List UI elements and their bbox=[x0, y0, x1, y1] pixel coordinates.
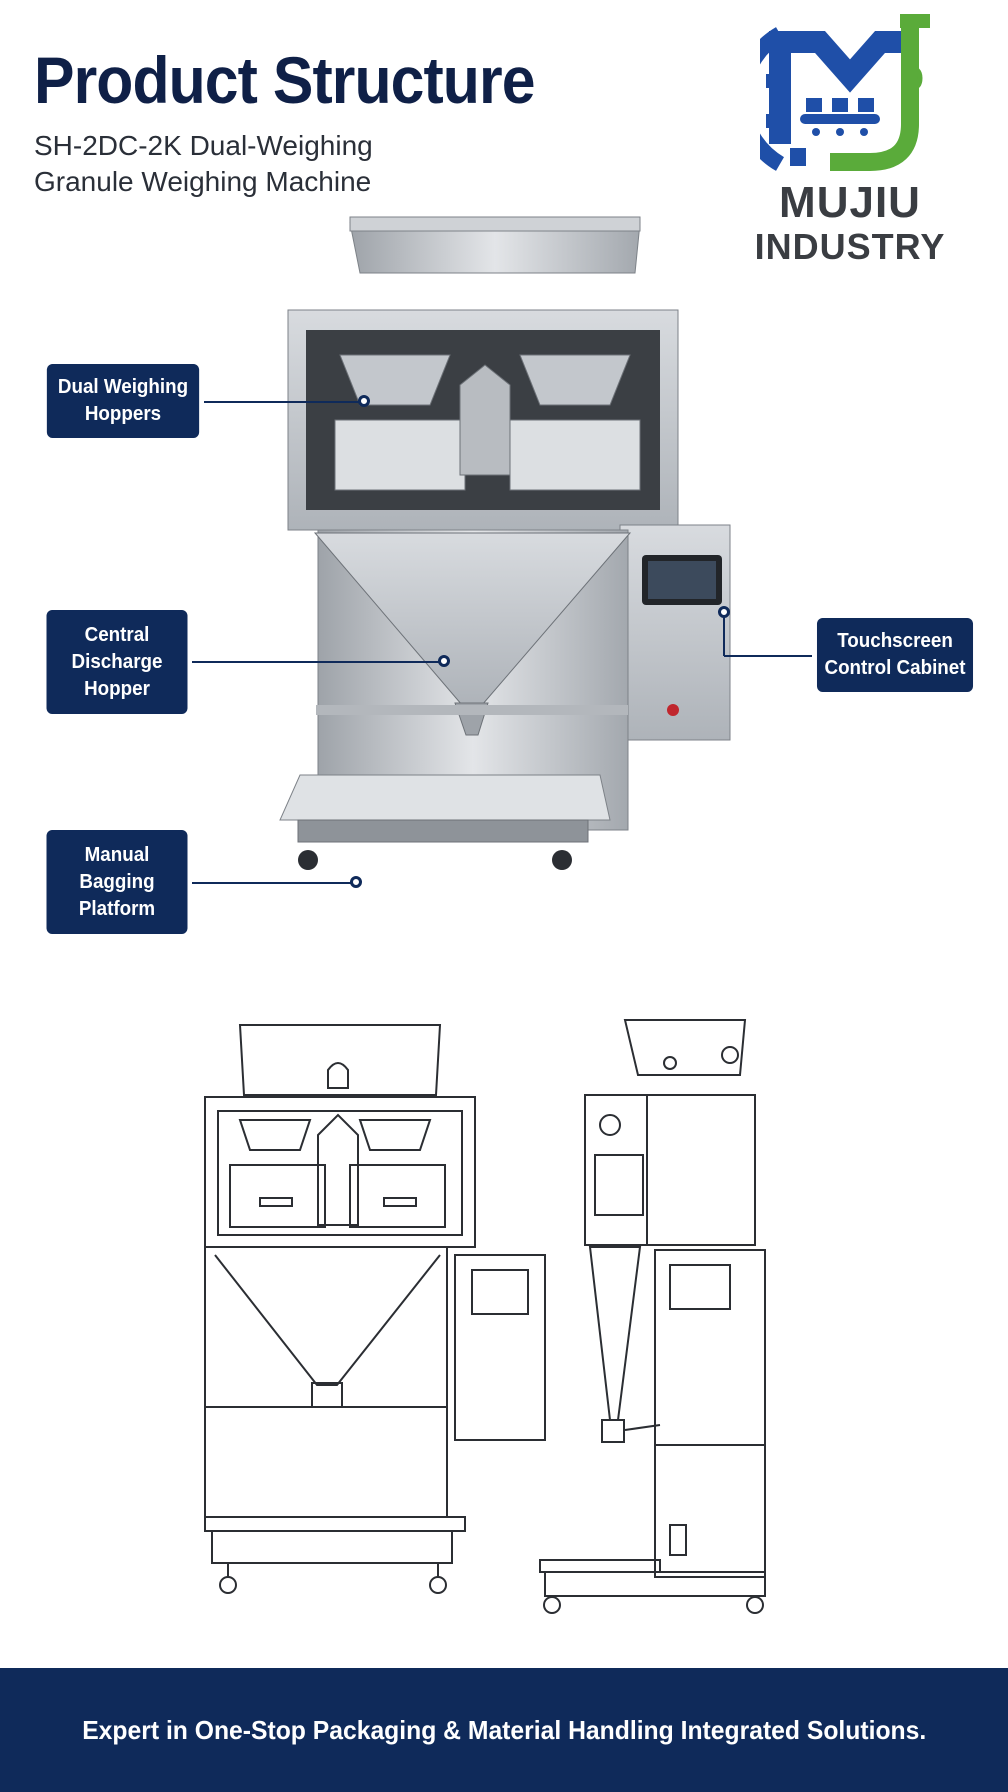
front-view-drawing bbox=[204, 1024, 546, 1594]
callout-touchscreen-control-cabinet: Touchscreen Control Cabinet bbox=[816, 618, 974, 692]
logo-gear-icon bbox=[760, 14, 930, 171]
footer-tagline: Expert in One-Stop Packaging & Material … bbox=[81, 1714, 927, 1745]
cabinet-marker-dot bbox=[718, 606, 730, 618]
discharge-leader-line bbox=[192, 661, 442, 663]
callout-platform-line3: Platform bbox=[78, 897, 156, 920]
logo-text-mujiu: MUJIU bbox=[779, 178, 921, 227]
platform-leader-line bbox=[192, 882, 354, 884]
callout-dual-weighing-hoppers: Dual Weighing Hoppers bbox=[46, 364, 200, 438]
callout-discharge-line2: Discharge bbox=[71, 650, 163, 673]
callout-cabinet-line2: Control Cabinet bbox=[824, 657, 966, 679]
callout-discharge-line3: Hopper bbox=[84, 677, 150, 700]
callout-hoppers-line1: Dual Weighing bbox=[57, 376, 189, 398]
cabinet-leader-line-v bbox=[723, 612, 725, 656]
callout-discharge-line1: Central bbox=[84, 623, 150, 646]
callout-manual-bagging-platform: Manual Bagging Platform bbox=[46, 830, 188, 934]
callout-platform-line1: Manual bbox=[84, 843, 150, 866]
brand-logo: MUJIU INDUSTRY bbox=[730, 14, 970, 267]
hoppers-marker-dot bbox=[358, 395, 370, 407]
subtitle-model: SH-2DC-2K Dual-Weighing bbox=[34, 130, 373, 161]
page-subtitle: SH-2DC-2K Dual-Weighing Granule Weighing… bbox=[34, 128, 494, 200]
side-view-drawing bbox=[539, 1019, 766, 1614]
callout-central-discharge-hopper: Central Discharge Hopper bbox=[46, 610, 188, 714]
footer-banner: Expert in One-Stop Packaging & Material … bbox=[0, 1668, 1008, 1792]
platform-marker-dot bbox=[350, 876, 362, 888]
subtitle-name: Granule Weighing Machine bbox=[34, 166, 372, 197]
callout-hoppers-line2: Hoppers bbox=[84, 403, 162, 425]
hoppers-leader-line bbox=[204, 401, 362, 403]
callout-cabinet-line1: Touchscreen bbox=[837, 630, 953, 652]
machine-photo bbox=[279, 216, 731, 870]
technical-drawings bbox=[204, 1019, 766, 1614]
discharge-marker-dot bbox=[438, 655, 450, 667]
logo-text-industry: INDUSTRY bbox=[754, 226, 946, 267]
cabinet-leader-line-h bbox=[724, 655, 812, 657]
page-title: Product Structure bbox=[34, 43, 535, 117]
callout-platform-line2: Bagging bbox=[79, 870, 155, 893]
